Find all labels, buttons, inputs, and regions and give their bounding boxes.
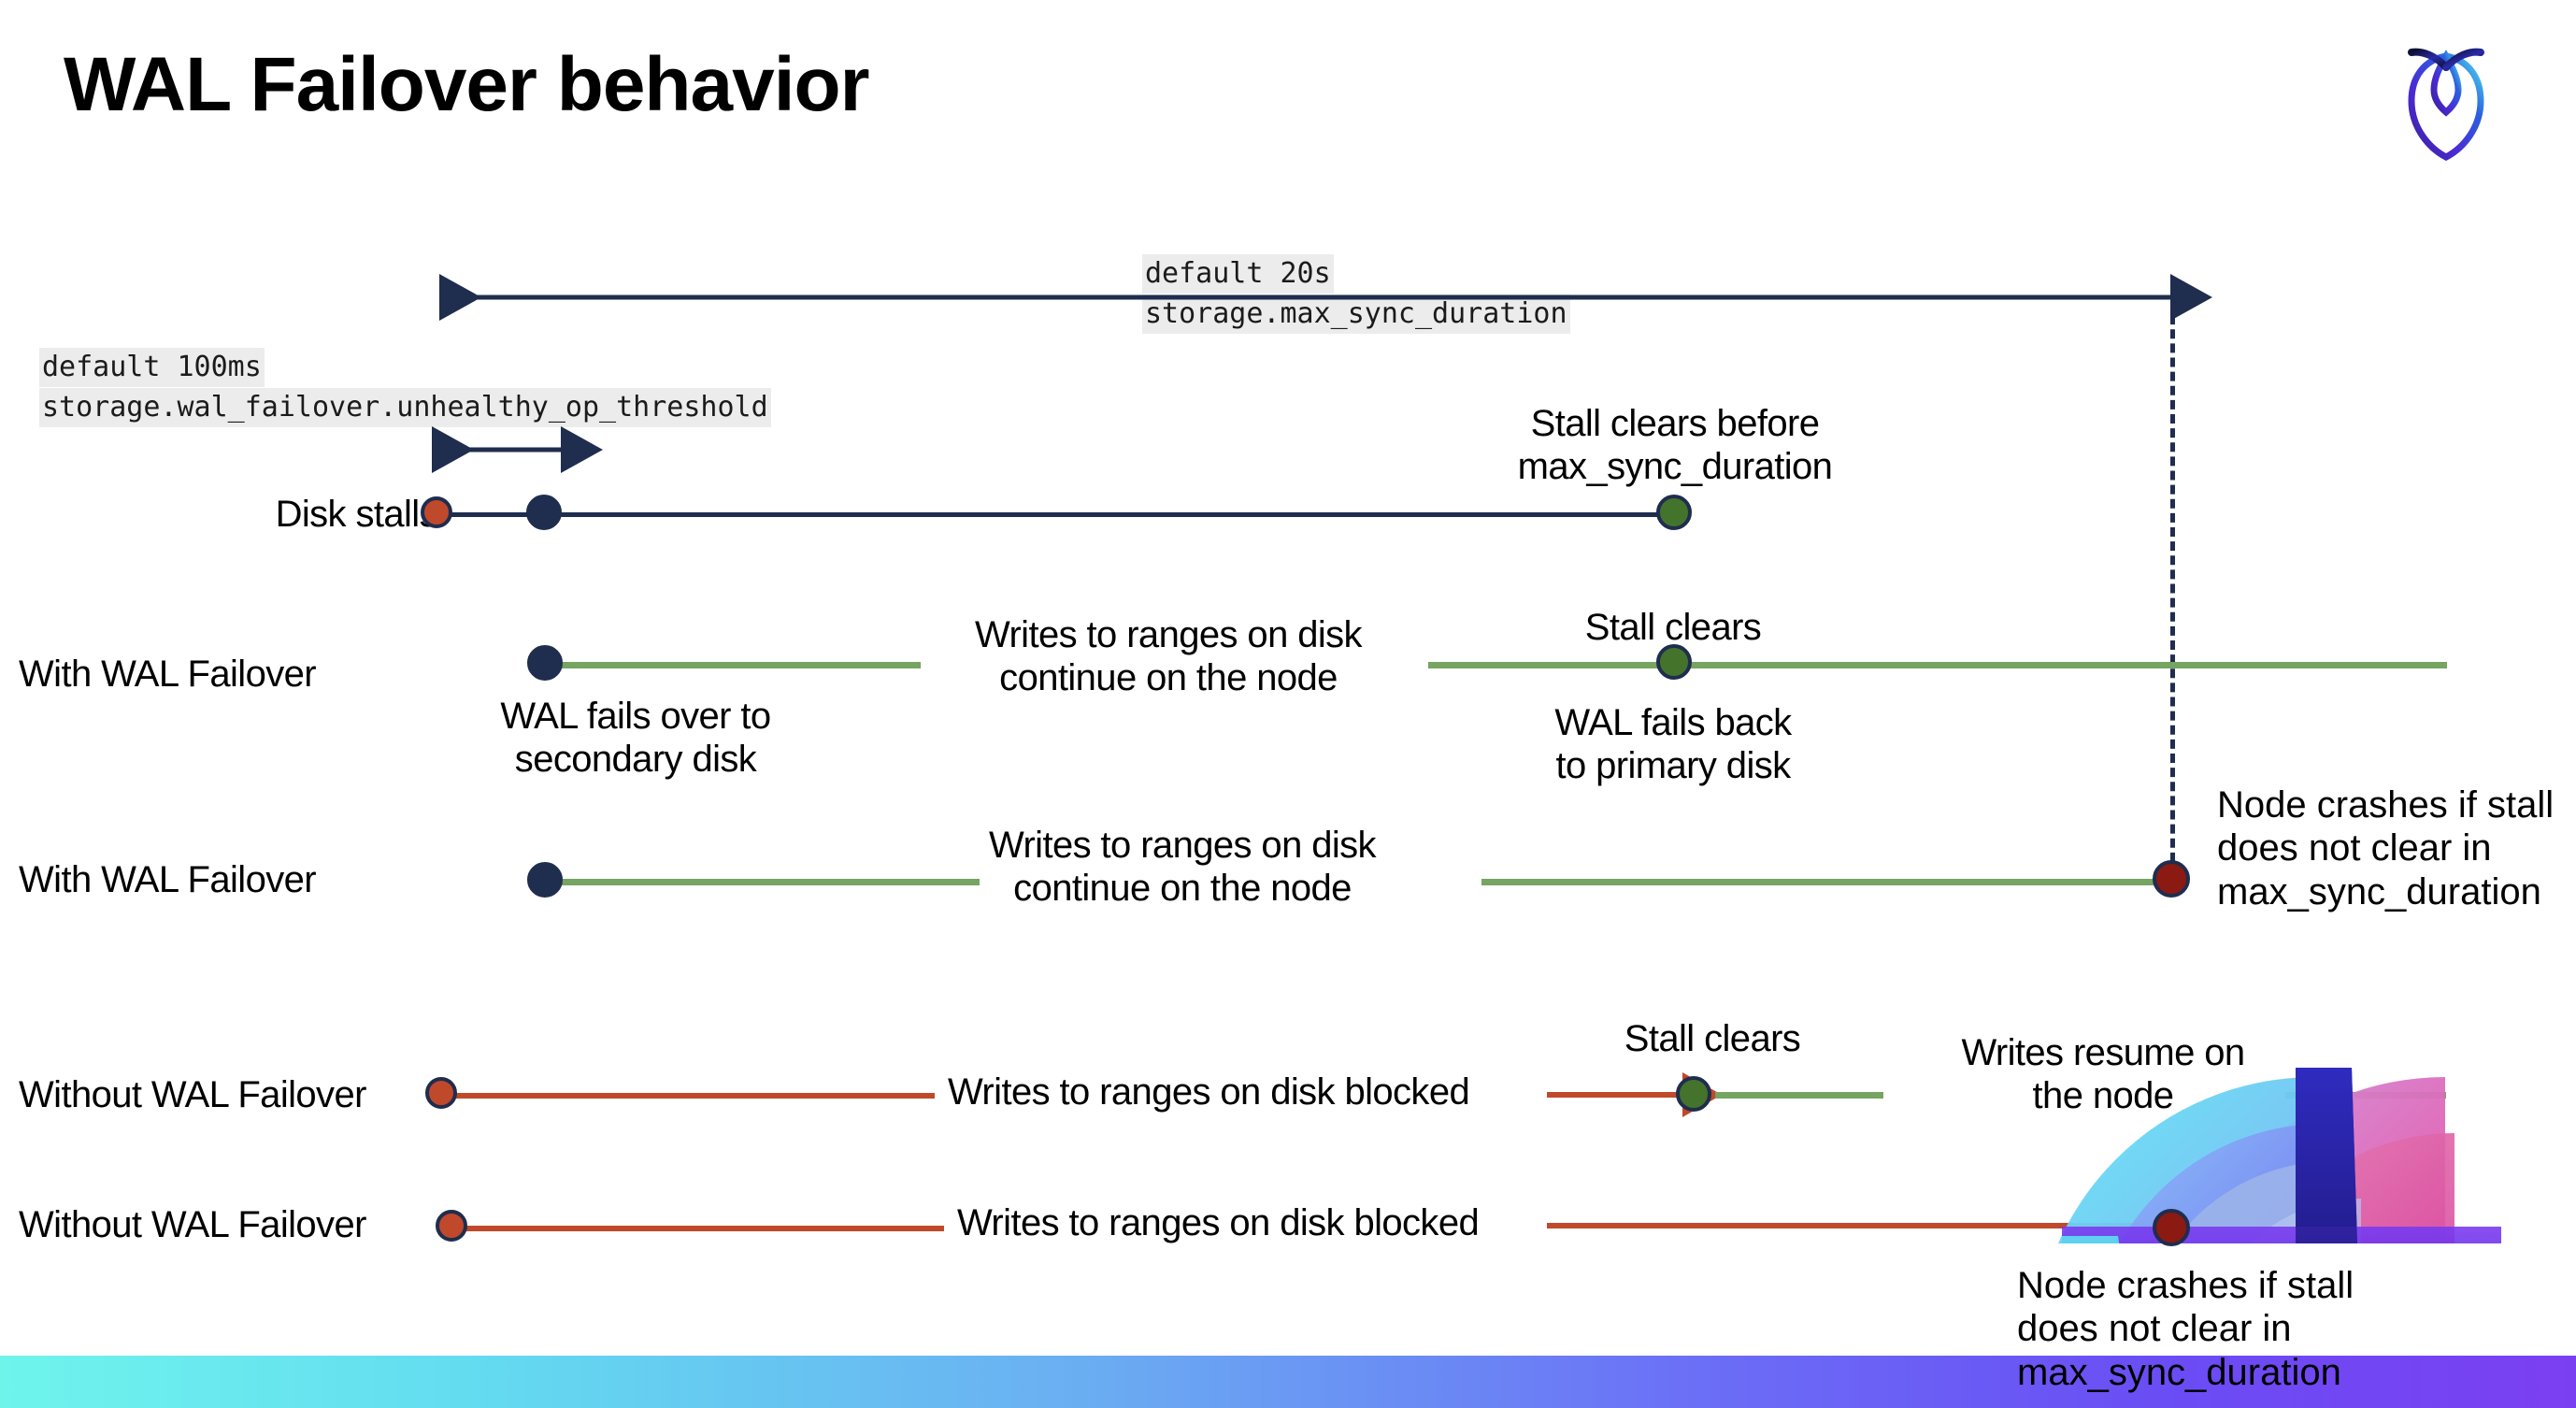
- note-wal-fails-back: WAL fails back to primary disk: [1554, 702, 1792, 787]
- marker-failover-to-secondary: [527, 645, 563, 681]
- timeline-segment-green-row4-a: [1715, 1092, 1883, 1099]
- note-node-crashes-row3: Node crashes if stall does not clear in …: [2217, 784, 2555, 912]
- marker-stall-start-row5: [436, 1210, 467, 1242]
- row-label-with-wal-failover-2: With WAL Failover: [19, 859, 317, 900]
- marker-failover-to-secondary-row3: [527, 862, 563, 898]
- marker-stall-start: [421, 496, 452, 528]
- note-wal-fails-over: WAL fails over to secondary disk: [500, 696, 771, 781]
- page-title: WAL Failover behavior: [64, 42, 870, 127]
- marker-unhealthy-threshold: [526, 495, 562, 530]
- max-sync-default-label: default 20s: [1142, 254, 1334, 294]
- marker-stall-clears-row4: [1676, 1076, 1711, 1112]
- marker-node-crash-row5: [2153, 1209, 2190, 1246]
- marker-stall-clears-row2: [1656, 644, 1692, 680]
- row-label-disk-stalls: Disk stalls: [275, 494, 438, 535]
- row-label-without-wal-failover-1: Without WAL Failover: [19, 1074, 366, 1115]
- timeline-segment-green-row3-b: [1481, 879, 2173, 885]
- note-node-crashes-row5: Node crashes if stall does not clear in …: [2017, 1265, 2354, 1393]
- row-label-with-wal-failover-1: With WAL Failover: [19, 654, 317, 695]
- note-writes-continue-row3: Writes to ranges on disk continue on the…: [989, 825, 1377, 910]
- note-writes-resume: Writes resume on the node: [1961, 1032, 2245, 1117]
- timeline-segment-green-row3-a: [542, 879, 980, 885]
- note-stall-clears-row2: Stall clears: [1584, 607, 1762, 648]
- note-writes-blocked-row5: Writes to ranges on disk blocked: [957, 1202, 1480, 1243]
- row-label-without-wal-failover-2: Without WAL Failover: [19, 1204, 366, 1245]
- timeline-line-disk-stalls: [439, 512, 1675, 517]
- timeline-segment-orange-row4: [449, 1093, 935, 1099]
- unhealthy-threshold-setting-label: storage.wal_failover.unhealthy_op_thresh…: [39, 388, 771, 427]
- note-stall-clears-row4: Stall clears: [1624, 1018, 1801, 1059]
- note-writes-continue-row2: Writes to ranges on disk continue on the…: [975, 614, 1363, 699]
- unhealthy-threshold-default-label: default 100ms: [39, 348, 265, 387]
- bottom-gradient-bar: [0, 1356, 2576, 1408]
- max-sync-duration-deadline-dashed-line: [2170, 301, 2175, 876]
- cockroachdb-logo-icon: [2382, 26, 2511, 166]
- max-sync-setting-label: storage.max_sync_duration: [1142, 295, 1570, 334]
- marker-node-crash-row3: [2153, 860, 2190, 898]
- marker-stall-clears-row1: [1656, 495, 1692, 530]
- marker-stall-start-row4: [425, 1077, 457, 1109]
- note-stall-clears-before-max-sync: Stall clears before max_sync_duration: [1517, 403, 1833, 488]
- timeline-segment-green-row2-a: [542, 662, 921, 668]
- timeline-segment-green-row2-b: [1428, 662, 2447, 668]
- timeline-segment-orange-row5: [458, 1226, 944, 1231]
- note-writes-blocked-row4: Writes to ranges on disk blocked: [948, 1071, 1470, 1113]
